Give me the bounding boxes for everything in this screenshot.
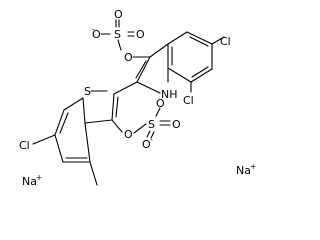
chemical-structure: Cl Cl Cl NH S O O S S O O O O O O Na Na …: [19, 8, 256, 188]
bond: [189, 36, 209, 47]
chlorine-atom: Cl: [220, 35, 231, 48]
bond: [190, 68, 213, 83]
bond: [136, 81, 161, 94]
sulfur-ring-atom: S: [84, 85, 91, 98]
bond: [136, 56, 151, 83]
bond: [111, 93, 115, 121]
bond: [186, 31, 213, 45]
atom-labels: Cl Cl Cl NH S O O S S O O O O O O Na Na: [19, 8, 251, 188]
bond: [54, 109, 65, 136]
bond: [89, 161, 98, 186]
bond: [54, 134, 64, 163]
oxygen-atom: O: [136, 28, 145, 41]
sulfur-atom: S: [148, 118, 155, 131]
bond: [146, 130, 151, 138]
oxygen-atom: O: [114, 8, 123, 21]
bond: [115, 96, 119, 118]
bond: [149, 43, 169, 58]
nitrogen-h-atom: NH: [161, 88, 178, 101]
sodium-ion: Na: [22, 175, 37, 188]
positive-charge: +: [250, 162, 256, 171]
bond: [63, 97, 84, 111]
chlorine-atom: Cl: [19, 139, 30, 152]
bond: [32, 134, 56, 145]
oxygen-atom: O: [124, 128, 133, 141]
chlorine-atom: Cl: [183, 94, 194, 107]
bond: [135, 60, 147, 79]
sulfur-atom: S: [114, 28, 121, 41]
structure-canvas: Cl Cl Cl NH S O O S S O O O O O O Na Na …: [19, 8, 257, 188]
bond: [82, 97, 86, 124]
bond: [150, 131, 155, 139]
oxygen-atom: O: [172, 118, 181, 131]
bond: [111, 119, 123, 133]
bond: [113, 81, 138, 95]
bonds: [32, 19, 225, 186]
bond: [211, 36, 225, 45]
oxygen-atom: O: [92, 28, 101, 41]
sodium-ion: Na: [236, 164, 251, 177]
negative-charge: -: [92, 25, 95, 34]
oxygen-atom: O: [156, 97, 165, 110]
bond: [155, 107, 161, 117]
bond: [117, 39, 122, 51]
negative-charge: -: [150, 135, 153, 144]
bond: [84, 119, 113, 124]
bond: [133, 123, 147, 134]
positive-charge: +: [36, 173, 42, 182]
bond: [191, 66, 209, 78]
bond: [167, 31, 188, 45]
bond: [59, 112, 69, 134]
bond: [167, 67, 192, 83]
oxygen-atom: O: [124, 51, 133, 64]
charge-labels: - - + +: [36, 25, 256, 182]
oxygen-atom: O: [142, 138, 151, 151]
bond: [84, 122, 91, 163]
